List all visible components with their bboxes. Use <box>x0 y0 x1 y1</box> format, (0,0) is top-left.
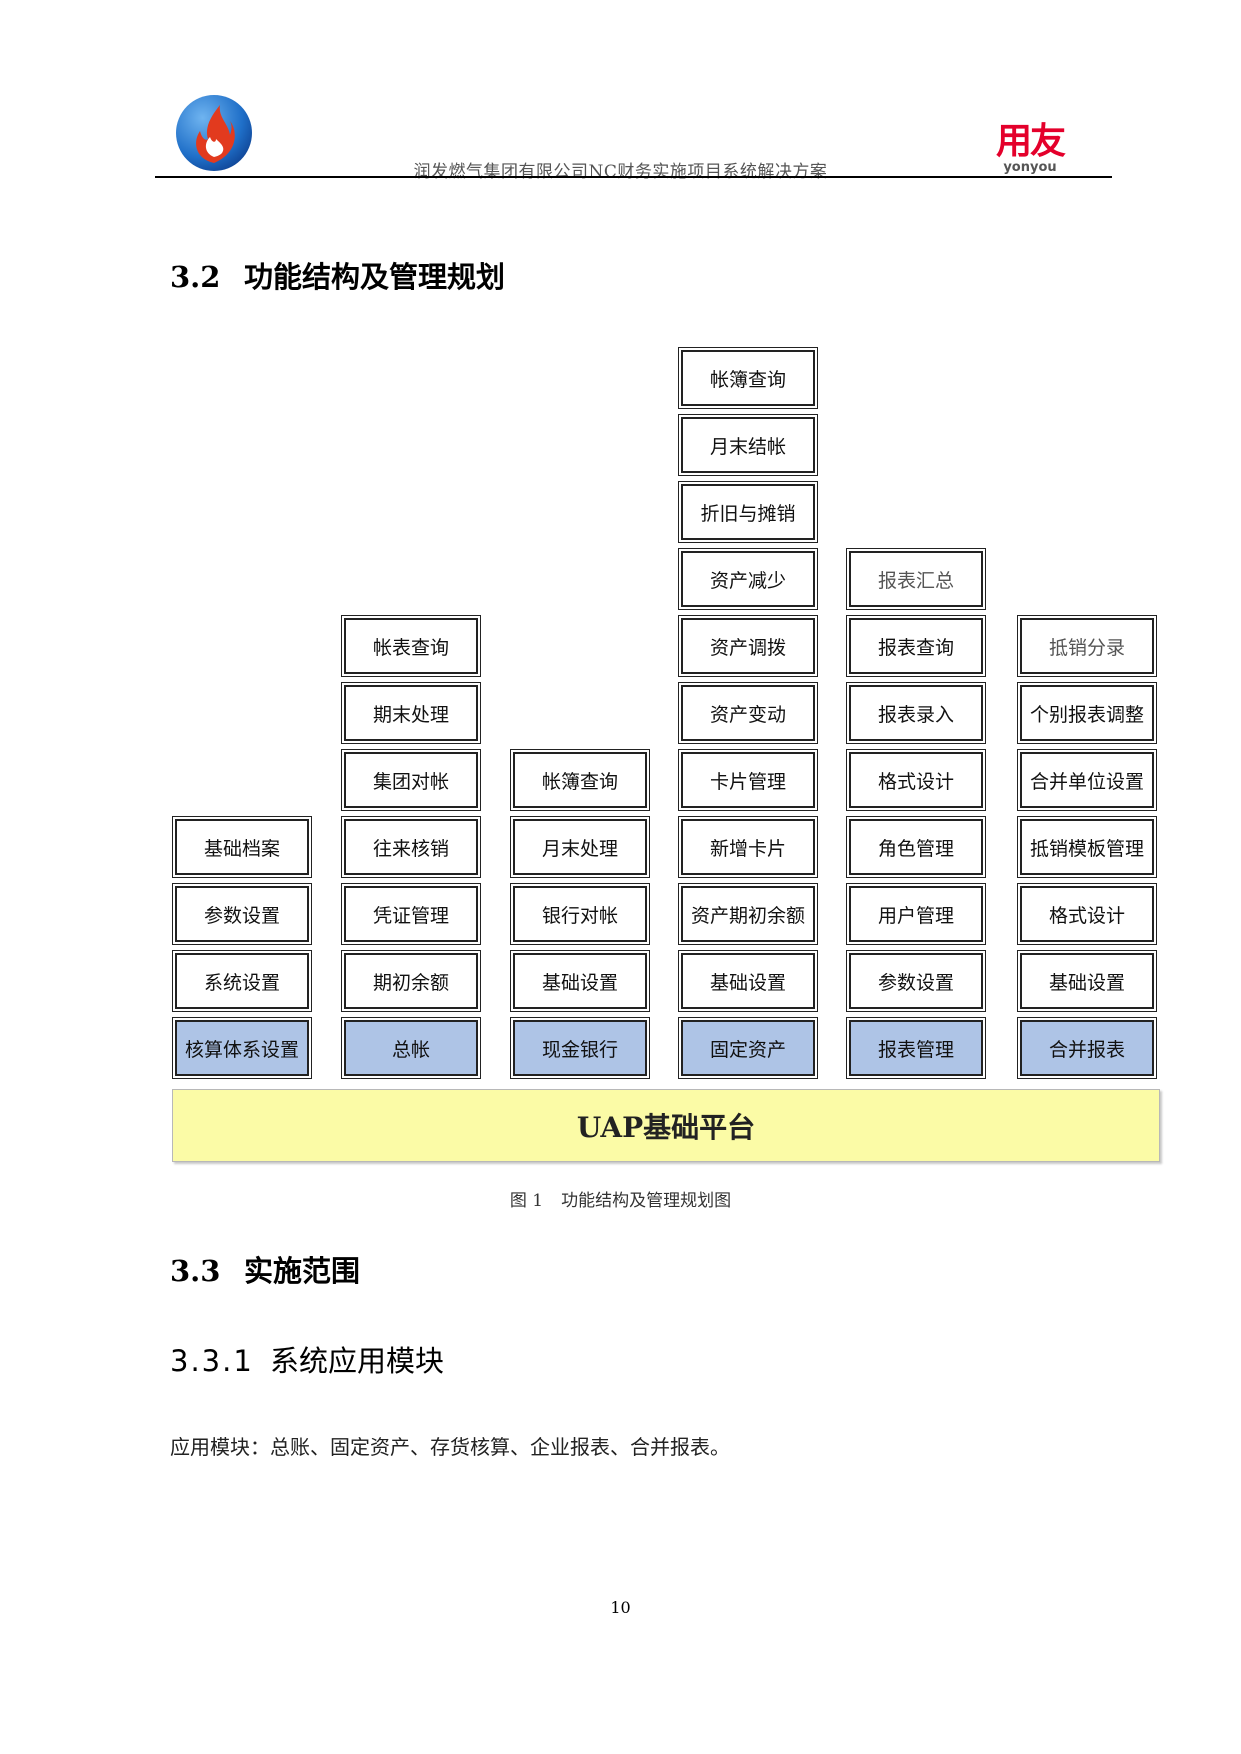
module-box-base: 合并报表 <box>1017 1017 1157 1079</box>
section-title: 系统应用模块 <box>270 1344 445 1378</box>
brand-name-cn: 用友 <box>995 121 1066 162</box>
function-box: 参数设置 <box>172 883 312 945</box>
function-box: 集团对帐 <box>341 749 481 811</box>
function-box: 往来核销 <box>341 816 481 878</box>
brand-name-en: yonyou <box>1003 160 1057 175</box>
function-box: 凭证管理 <box>341 883 481 945</box>
section-number: 3.2 <box>170 260 221 294</box>
section-number: 3.3 <box>170 1254 221 1288</box>
section-heading-3-3-1: 3.3.1 系统应用模块 <box>170 1338 444 1380</box>
function-box: 基础设置 <box>678 950 818 1012</box>
function-box: 基础设置 <box>510 950 650 1012</box>
function-box: 角色管理 <box>846 816 986 878</box>
figure-label: 图 1 <box>509 1191 544 1211</box>
function-box: 合并单位设置 <box>1017 749 1157 811</box>
function-box: 帐表查询 <box>341 615 481 677</box>
module-box-base: 总帐 <box>341 1017 481 1079</box>
module-box-base: 现金银行 <box>510 1017 650 1079</box>
module-box-base: 固定资产 <box>678 1017 818 1079</box>
function-box: 报表汇总 <box>846 548 986 610</box>
yonyou-logo: 用友 yonyou <box>978 122 1082 178</box>
function-box: 个别报表调整 <box>1017 682 1157 744</box>
function-box: 资产减少 <box>678 548 818 610</box>
function-box: 抵销模板管理 <box>1017 816 1157 878</box>
function-box: 报表查询 <box>846 615 986 677</box>
section-title: 功能结构及管理规划 <box>244 260 506 294</box>
section-heading-3-2: 3.2 功能结构及管理规划 <box>170 254 505 296</box>
module-box-base: 核算体系设置 <box>172 1017 312 1079</box>
function-box: 报表录入 <box>846 682 986 744</box>
function-box: 参数设置 <box>846 950 986 1012</box>
function-box: 新增卡片 <box>678 816 818 878</box>
function-box: 格式设计 <box>846 749 986 811</box>
module-box-base: 报表管理 <box>846 1017 986 1079</box>
header-divider <box>155 176 1112 178</box>
function-box: 月末处理 <box>510 816 650 878</box>
uap-platform-bar: UAP基础平台 <box>172 1089 1160 1162</box>
function-box: 卡片管理 <box>678 749 818 811</box>
section-number: 3.3.1 <box>170 1344 254 1378</box>
section-heading-3-3: 3.3 实施范围 <box>170 1248 360 1290</box>
function-box: 期初余额 <box>341 950 481 1012</box>
function-box: 抵销分录 <box>1017 615 1157 677</box>
function-box: 资产期初余额 <box>678 883 818 945</box>
function-box: 折旧与摊销 <box>678 481 818 543</box>
body-paragraph: 应用模块：总账、固定资产、存货核算、企业报表、合并报表。 <box>170 1435 730 1459</box>
function-box: 系统设置 <box>172 950 312 1012</box>
page-number: 10 <box>610 1598 631 1617</box>
function-box: 帐簿查询 <box>510 749 650 811</box>
function-box: 期末处理 <box>341 682 481 744</box>
section-title: 实施范围 <box>244 1254 361 1288</box>
function-box: 月末结帐 <box>678 414 818 476</box>
function-box: 资产调拨 <box>678 615 818 677</box>
function-box: 格式设计 <box>1017 883 1157 945</box>
function-box: 银行对帐 <box>510 883 650 945</box>
figure-caption-text: 功能结构及管理规划图 <box>561 1191 732 1211</box>
function-box: 基础档案 <box>172 816 312 878</box>
function-box: 资产变动 <box>678 682 818 744</box>
function-box: 用户管理 <box>846 883 986 945</box>
function-box: 基础设置 <box>1017 950 1157 1012</box>
function-box: 帐簿查询 <box>678 347 818 409</box>
company-flame-logo-icon <box>176 95 252 171</box>
figure-caption: 图 1 功能结构及管理规划图 <box>0 1186 1241 1211</box>
